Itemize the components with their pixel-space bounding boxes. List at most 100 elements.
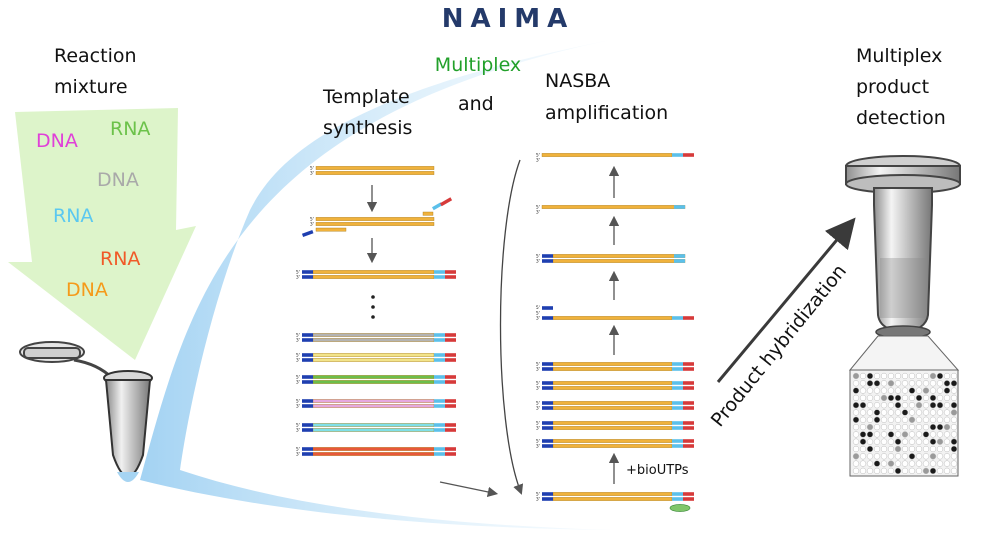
array-spot	[908, 380, 916, 387]
array-spot	[950, 387, 958, 394]
mixture-item-dna-3: DNA	[66, 279, 108, 301]
array-spot	[852, 438, 860, 445]
array-spot	[908, 409, 916, 416]
strand-end-label: 5'	[296, 333, 300, 339]
template-synthesis-strands: 5'3'5'3'5'3'5'3'5'3'5'3'5'3'5'3'5'3'	[296, 166, 456, 458]
reaction-mixture-heading-1: Reaction	[54, 45, 137, 67]
strand-end-label: 3'	[536, 426, 540, 432]
strand-bottom	[552, 444, 673, 448]
promoter-segment	[434, 404, 445, 408]
tag-segment	[683, 439, 694, 443]
strand-end-label: 5'	[536, 254, 540, 260]
array-spot	[901, 394, 909, 402]
tag-segment	[683, 406, 694, 410]
strand-top	[552, 362, 673, 366]
strand-end-label: 3'	[296, 338, 300, 344]
array-spot	[908, 431, 916, 438]
array-spot	[943, 409, 951, 416]
array-spot	[873, 460, 881, 467]
and-label: and	[458, 93, 494, 115]
tag-segment	[683, 426, 694, 430]
mixture-item-rna-2: RNA	[53, 205, 93, 227]
primer-segment	[542, 381, 553, 385]
tag-segment	[445, 428, 456, 432]
array-spot	[901, 460, 909, 467]
biotin-label: +bioUTPs	[626, 463, 689, 478]
promoter-segment	[672, 386, 683, 390]
strand-end-label: 3'	[296, 380, 300, 386]
array-spot	[915, 402, 923, 409]
tag-segment	[683, 421, 694, 425]
promoter-segment	[672, 444, 683, 448]
array-spot	[859, 423, 867, 431]
array-spot	[859, 445, 867, 453]
array-spot	[866, 423, 874, 431]
array-spot	[950, 416, 958, 423]
array-spot	[866, 453, 874, 460]
array-spot	[936, 394, 944, 402]
tag-segment	[683, 381, 694, 385]
strand-end-label: 5'	[296, 423, 300, 429]
array-spot	[936, 372, 944, 380]
array-spot	[950, 409, 958, 416]
array-spot	[936, 467, 944, 475]
primer-segment	[542, 497, 553, 501]
strand-end-label: 3'	[310, 171, 314, 177]
strand-bottom	[312, 428, 435, 432]
tag-segment	[445, 375, 456, 379]
reverse-primer-base	[422, 211, 434, 216]
primer-segment	[542, 421, 553, 425]
array-spot	[880, 445, 888, 453]
strand-top	[312, 423, 435, 427]
array-spot	[922, 460, 930, 467]
array-spot	[943, 394, 951, 402]
nasba-label-1: NASBA	[545, 70, 610, 92]
strand-end-label: 3'	[536, 316, 540, 322]
primer-segment	[542, 367, 553, 371]
strand-top	[312, 447, 435, 451]
continuation-dots	[371, 295, 375, 319]
tag-segment	[445, 353, 456, 357]
strand-end-label: 3'	[536, 444, 540, 450]
strand-end-label: 3'	[536, 210, 540, 216]
array-spot	[901, 387, 909, 394]
array-spot	[852, 387, 860, 394]
strand-end-label: 5'	[296, 353, 300, 359]
array-spot	[887, 387, 895, 394]
array-spot	[880, 460, 888, 467]
array-spot	[950, 445, 958, 453]
array-spot	[852, 460, 860, 467]
strand-bottom	[552, 497, 673, 501]
detection-column-icon	[845, 155, 961, 371]
array-spot	[950, 372, 958, 380]
array-spot	[922, 380, 930, 387]
strand-bottom	[312, 380, 435, 384]
array-spot	[880, 467, 888, 475]
promoter-segment	[434, 380, 445, 384]
array-spot	[880, 387, 888, 394]
mixture-item-rna-3: RNA	[100, 248, 140, 270]
array-spot	[922, 372, 930, 380]
strand-end-label: 5'	[296, 399, 300, 405]
array-spot	[859, 394, 867, 402]
array-spot	[866, 416, 874, 423]
strand-top	[312, 399, 435, 403]
tag-segment	[445, 447, 456, 451]
array-spot	[866, 380, 874, 387]
array-spot	[936, 387, 944, 394]
array-spot	[887, 438, 895, 445]
array-spot	[873, 416, 881, 423]
reverse-primer-tag	[440, 197, 453, 207]
product-hybridization-label: Product hybridization	[707, 260, 851, 431]
tag-segment	[445, 404, 456, 408]
promoter-segment	[434, 275, 445, 279]
strand-end-label: 3'	[536, 367, 540, 373]
promoter-segment	[674, 254, 685, 258]
array-spot	[866, 409, 874, 416]
array-spot	[908, 416, 916, 423]
mixture-item-dna-2: DNA	[97, 169, 139, 191]
primer-segment	[542, 362, 553, 366]
forward-primer	[301, 230, 314, 237]
strand-bottom	[552, 426, 673, 430]
promoter-segment	[672, 381, 683, 385]
